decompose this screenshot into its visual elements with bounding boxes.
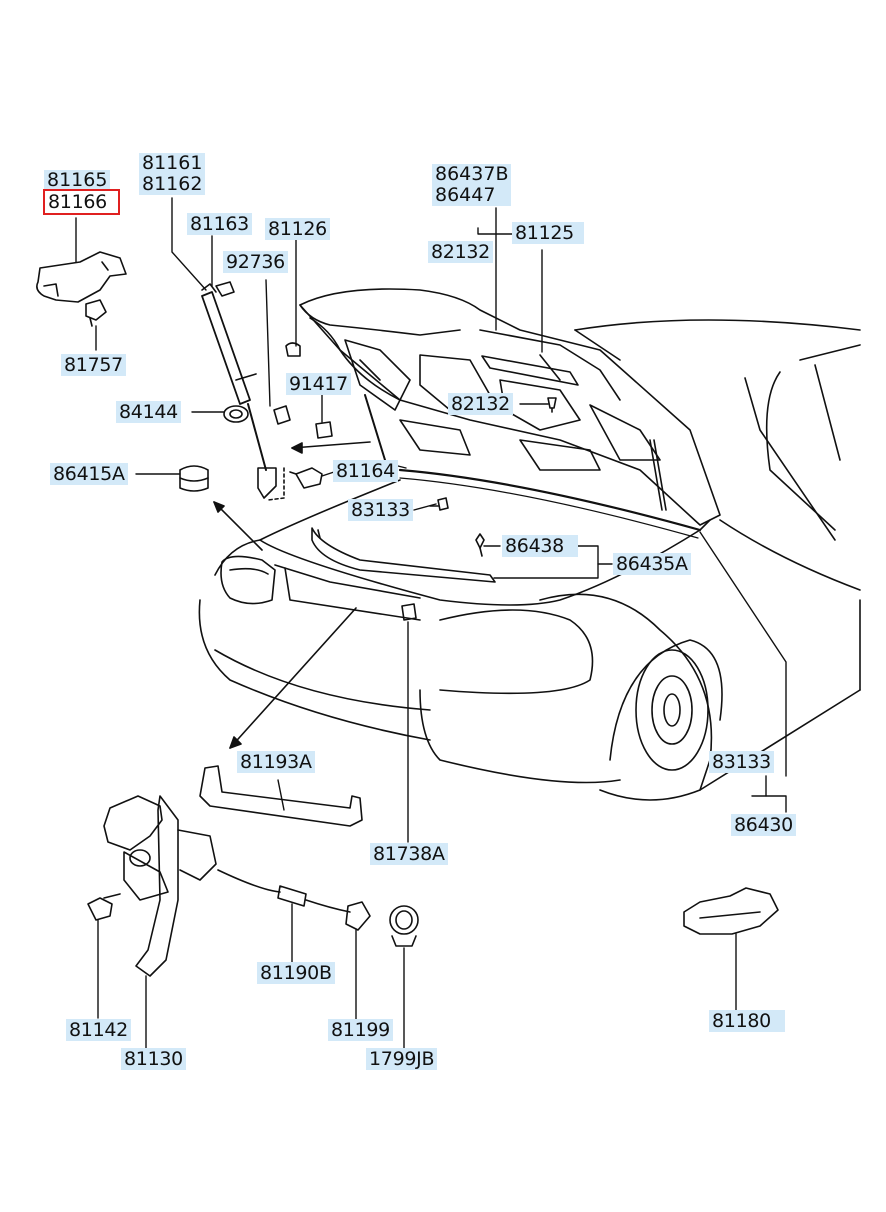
part-label-86447[interactable]: 86447 [435,184,496,206]
part-label-92736[interactable]: 92736 [223,251,288,273]
part-label-81130[interactable]: 81130 [121,1048,186,1070]
part-label-1799JB[interactable]: 1799JB [366,1048,438,1070]
part-label-82132-upper[interactable]: 82132 [428,241,493,263]
label-stack-81161-81162: 81161 81162 [139,152,206,195]
part-label-86435A[interactable]: 86435A [613,553,691,575]
part-label-81166-selected[interactable]: 81166 [43,189,120,215]
part-label-81757[interactable]: 81757 [61,354,126,376]
part-label-81161[interactable]: 81161 [142,152,203,174]
part-label-84144[interactable]: 84144 [116,401,181,423]
part-label-81125[interactable]: 81125 [512,222,584,244]
label-stack-81165-81166: 81165 [44,169,111,191]
part-label-83133-lower[interactable]: 83133 [709,751,774,773]
part-label-82132-lower[interactable]: 82132 [448,393,513,415]
part-label-81165[interactable]: 81165 [47,169,108,191]
part-label-86430[interactable]: 86430 [731,814,796,836]
part-label-81164[interactable]: 81164 [333,460,398,482]
leader-lines [75,197,787,1049]
hood-release-parts [87,765,779,977]
hood-seal-parts [311,397,702,583]
part-label-81738A[interactable]: 81738A [370,843,448,865]
part-label-81180[interactable]: 81180 [709,1010,785,1032]
part-label-81162[interactable]: 81162 [142,173,203,195]
part-label-91417[interactable]: 91417 [286,373,351,395]
car-body-outline [198,319,861,801]
part-label-86437B[interactable]: 86437B [435,163,509,185]
part-label-81193A[interactable]: 81193A [237,751,315,773]
hood-hinge-parts [36,251,417,621]
part-label-81163[interactable]: 81163 [187,213,252,235]
part-label-81199[interactable]: 81199 [328,1019,393,1041]
part-label-81126[interactable]: 81126 [265,218,330,240]
part-label-86415A[interactable]: 86415A [50,463,128,485]
hood-panel [299,288,721,526]
callout-arrows [213,441,371,749]
part-label-83133-upper[interactable]: 83133 [348,499,413,521]
part-label-86438[interactable]: 86438 [502,535,578,557]
part-label-81142[interactable]: 81142 [66,1019,131,1041]
label-stack-86437B-86447: 86437B 86447 [432,163,512,206]
part-label-81190B[interactable]: 81190B [257,962,335,984]
